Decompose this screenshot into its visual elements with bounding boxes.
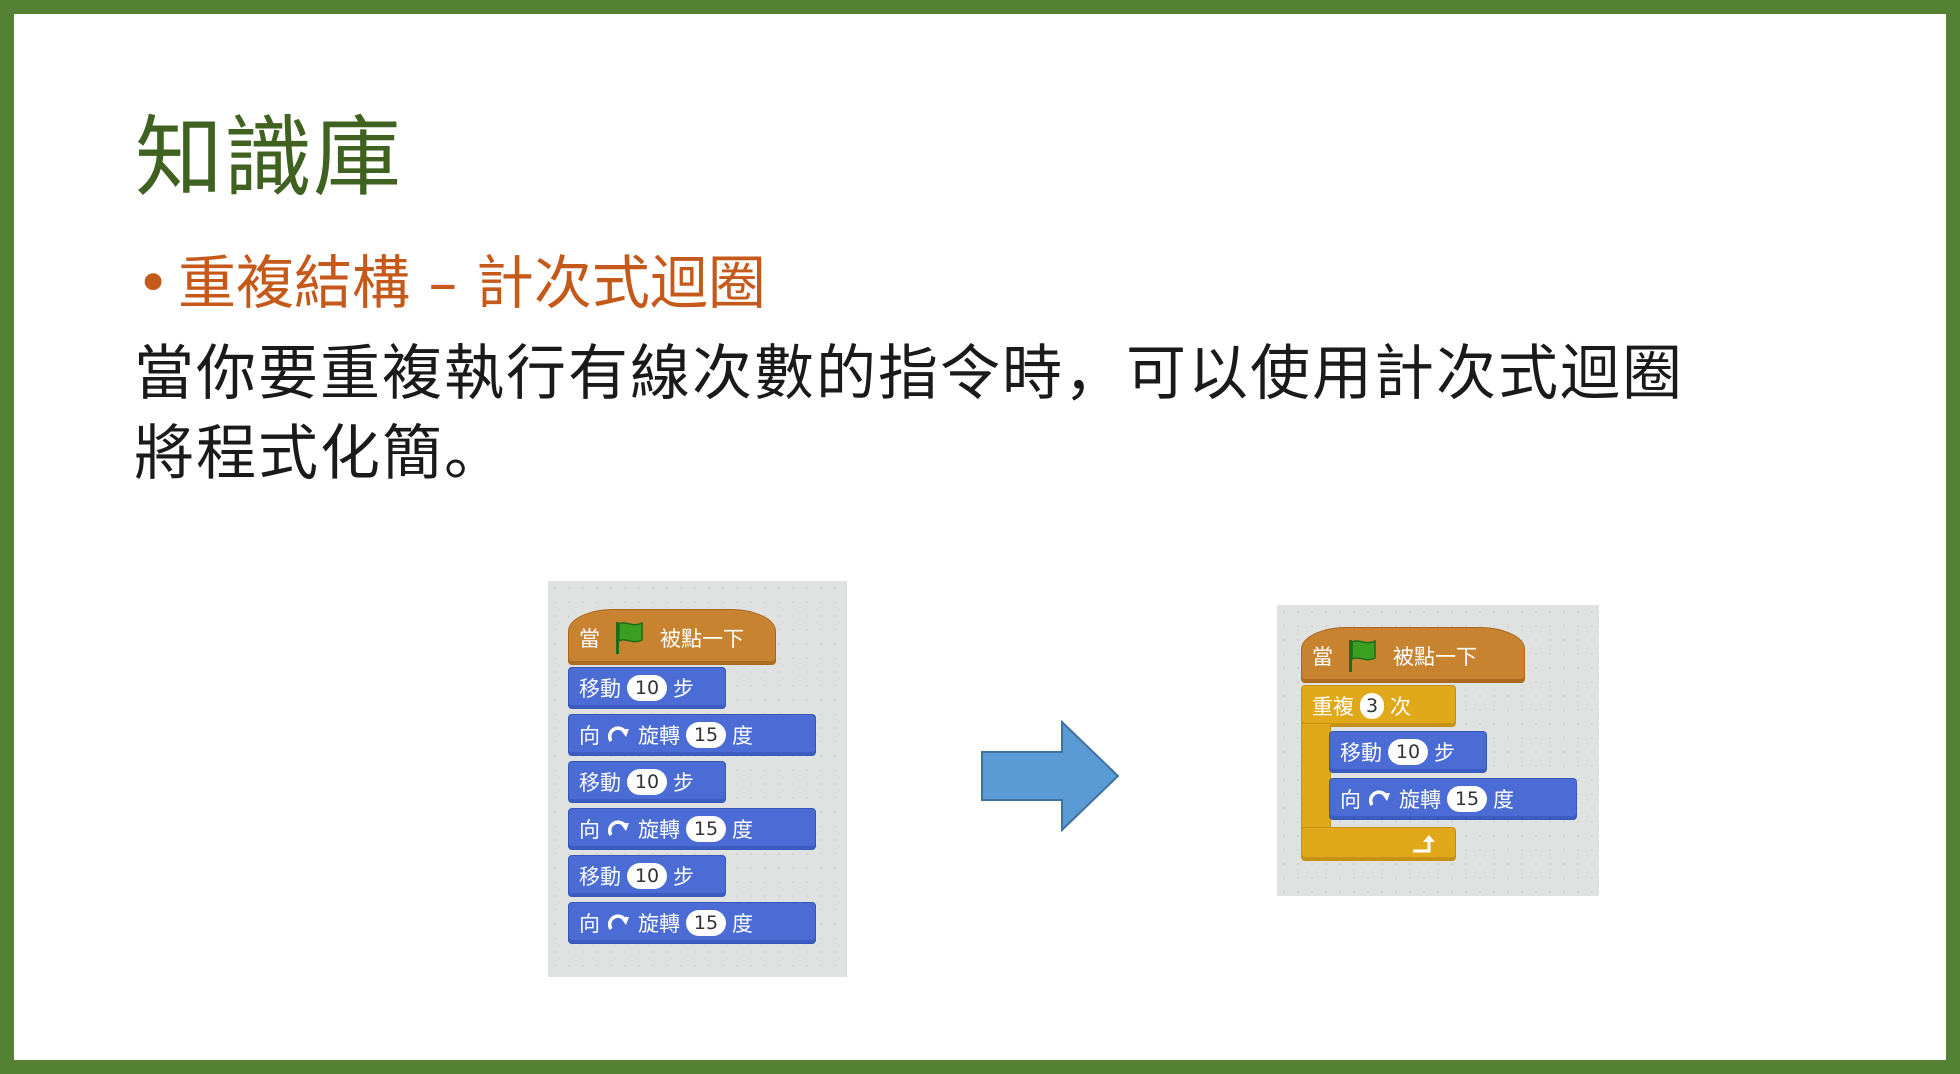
- rotate-clockwise-icon: [1368, 790, 1390, 806]
- degrees-unit: 度: [1493, 788, 1514, 812]
- when-flag-clicked-block[interactable]: 當 被點一下: [568, 609, 776, 665]
- repeat-block[interactable]: 重複 3 次: [1301, 685, 1456, 727]
- steps-input[interactable]: 10: [1388, 739, 1428, 765]
- scratch-panel-after: 當 被點一下 重複 3 次 移動 10 步: [1277, 605, 1599, 896]
- degrees-unit: 度: [732, 818, 753, 842]
- move-label: 移動: [579, 865, 621, 889]
- steps-unit: 步: [1434, 741, 1455, 765]
- degrees-input[interactable]: 15: [1447, 786, 1487, 812]
- steps-input[interactable]: 10: [627, 675, 667, 701]
- turn-direction-label: 向: [1340, 788, 1361, 812]
- degrees-input[interactable]: 15: [686, 910, 726, 936]
- rotate-clockwise-icon: [607, 914, 629, 930]
- body-line-2: 將程式化簡。: [134, 419, 506, 489]
- repeat-block-bottom: [1301, 827, 1456, 861]
- move-label: 移動: [579, 771, 621, 795]
- green-flag-icon: [1349, 639, 1376, 672]
- rotate-clockwise-icon: [607, 726, 629, 742]
- turn-direction-label: 向: [579, 724, 600, 748]
- when-flag-clicked-block[interactable]: 當 被點一下: [1301, 627, 1525, 683]
- degrees-unit: 度: [732, 724, 753, 748]
- repeat-count-input[interactable]: 3: [1360, 693, 1384, 719]
- turn-block[interactable]: 向 旋轉 15 度: [568, 714, 816, 756]
- turn-label: 旋轉: [1399, 788, 1441, 812]
- slide: 知識庫 •重複結構 – 計次式迴圈 當你要重複執行有線次數的指令時，可以使用計次…: [14, 14, 1946, 1060]
- loop-arrow-icon: [1413, 835, 1435, 853]
- hat-when-label: 當: [579, 627, 600, 651]
- degrees-input[interactable]: 15: [686, 722, 726, 748]
- body-paragraph: 當你要重複執行有線次數的指令時，可以使用計次式迴圈 將程式化簡。: [134, 334, 1894, 494]
- move-label: 移動: [1340, 741, 1382, 765]
- turn-block[interactable]: 向 旋轉 15 度: [568, 902, 816, 944]
- hat-when-label: 當: [1312, 645, 1333, 669]
- bullet-text: 重複結構 – 計次式迴圈: [178, 249, 766, 317]
- repeat-suffix: 次: [1390, 695, 1411, 719]
- green-flag-icon: [616, 621, 643, 654]
- turn-label: 旋轉: [638, 724, 680, 748]
- degrees-input[interactable]: 15: [686, 816, 726, 842]
- move-label: 移動: [579, 677, 621, 701]
- move-block[interactable]: 移動 10 步: [568, 667, 726, 709]
- move-block[interactable]: 移動 10 步: [1329, 731, 1487, 773]
- turn-label: 旋轉: [638, 912, 680, 936]
- move-block[interactable]: 移動 10 步: [568, 855, 726, 897]
- page-title: 知識庫: [135, 106, 403, 209]
- turn-label: 旋轉: [638, 818, 680, 842]
- hat-clicked-label: 被點一下: [1393, 645, 1477, 669]
- move-block[interactable]: 移動 10 步: [568, 761, 726, 803]
- steps-unit: 步: [673, 771, 694, 795]
- turn-direction-label: 向: [579, 818, 600, 842]
- bullet-heading: •重複結構 – 計次式迴圈: [136, 254, 766, 312]
- turn-block[interactable]: 向 旋轉 15 度: [1329, 778, 1577, 820]
- steps-unit: 步: [673, 677, 694, 701]
- turn-direction-label: 向: [579, 912, 600, 936]
- steps-input[interactable]: 10: [627, 769, 667, 795]
- right-arrow-icon: [981, 720, 1120, 832]
- repeat-label: 重複: [1312, 695, 1354, 719]
- degrees-unit: 度: [732, 912, 753, 936]
- rotate-clockwise-icon: [607, 820, 629, 836]
- scratch-panel-before: 當 被點一下 移動 10 步 向 旋轉 15 度 移動: [548, 581, 847, 977]
- steps-input[interactable]: 10: [627, 863, 667, 889]
- hat-clicked-label: 被點一下: [660, 627, 744, 651]
- bullet-dot: •: [136, 249, 171, 317]
- turn-block[interactable]: 向 旋轉 15 度: [568, 808, 816, 850]
- body-line-1: 當你要重複執行有線次數的指令時，可以使用計次式迴圈: [134, 339, 1684, 409]
- steps-unit: 步: [673, 865, 694, 889]
- repeat-block-arm: [1301, 723, 1331, 833]
